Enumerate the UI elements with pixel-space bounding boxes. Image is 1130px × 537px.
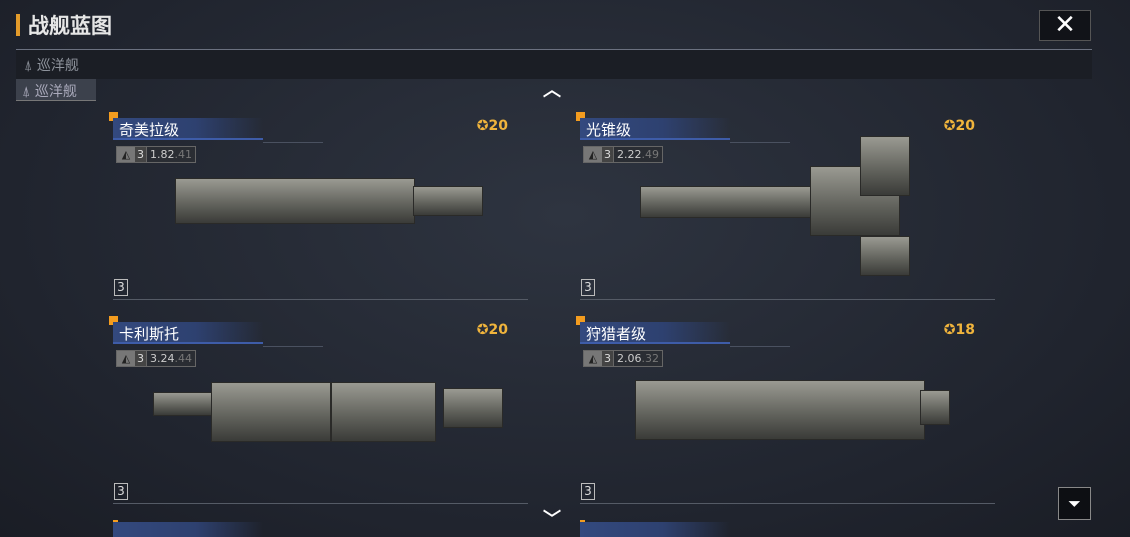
ship-name: 狩猎者级	[586, 325, 647, 343]
cost-value: 18	[955, 322, 975, 338]
cost: ✪20	[944, 118, 975, 134]
card-header: 光锥级	[580, 118, 730, 140]
close-button[interactable]: ✕	[1039, 10, 1091, 41]
stat-value: 2.22	[617, 148, 642, 161]
stat-value-sub: .41	[174, 148, 193, 161]
close-icon: ✕	[1054, 10, 1076, 40]
ship-image	[860, 236, 910, 276]
ship-image	[331, 382, 436, 442]
card-header: 狩猎者级	[580, 322, 730, 344]
ship-image	[153, 392, 213, 416]
cost-value: 20	[488, 118, 508, 134]
ship-image	[635, 380, 925, 440]
scale-ruler	[113, 503, 528, 504]
cost-icon: ✪	[476, 118, 489, 134]
ship-name: 奇美拉级	[119, 121, 180, 139]
stat-value-sub: .32	[641, 352, 660, 365]
stat-tier: 3	[135, 351, 147, 366]
filter-current: ⍋ 巡洋舰	[24, 58, 79, 74]
scale-ruler	[580, 503, 995, 504]
tier-badge: 3	[581, 279, 595, 296]
ship-type-icon: ◭	[584, 147, 602, 162]
filter-icon: ⏷	[1068, 494, 1081, 513]
cost: ✪20	[477, 322, 508, 338]
stat-value-sub: .49	[641, 148, 660, 161]
category-dropdown[interactable]: ⍋ 巡洋舰	[16, 79, 96, 101]
ship-image	[640, 186, 820, 218]
filter-current-label: 巡洋舰	[36, 58, 79, 74]
tier-badge: 3	[114, 279, 128, 296]
tier-badge: 3	[581, 483, 595, 500]
cost-value: 20	[955, 118, 975, 134]
new-marker	[109, 112, 118, 121]
stat-value: 2.06	[617, 352, 642, 365]
stat-tier: 3	[602, 351, 614, 366]
ship-image	[920, 390, 950, 425]
ship-name: 光锥级	[586, 121, 632, 139]
cost: ✪20	[477, 118, 508, 134]
scale-ruler	[580, 299, 995, 300]
card-header	[113, 522, 263, 537]
ship-name: 卡利斯托	[119, 325, 180, 343]
ship-type-icon: ◭	[117, 147, 135, 162]
cost-icon: ✪	[476, 322, 489, 338]
cost-value: 20	[488, 322, 508, 338]
category-dropdown-value: 巡洋舰	[34, 84, 77, 100]
filter-button[interactable]: ⏷	[1058, 487, 1091, 520]
card-header: 卡利斯托	[113, 322, 263, 344]
filter-bar[interactable]: ⍋ 巡洋舰	[16, 49, 1092, 79]
ship-image	[413, 186, 483, 216]
ship-image	[175, 178, 415, 224]
ship-image	[211, 382, 331, 442]
cost-icon: ✪	[943, 322, 956, 338]
ship-card[interactable]	[113, 520, 528, 537]
new-marker	[576, 316, 585, 325]
scroll-up-icon[interactable]: ︿	[543, 80, 561, 101]
stat-value-sub: .44	[174, 352, 193, 365]
cost-icon: ✪	[943, 118, 956, 134]
new-marker	[109, 316, 118, 325]
cost: ✪18	[944, 322, 975, 338]
scale-ruler	[113, 299, 528, 300]
card-header	[580, 522, 730, 537]
tier-badge: 3	[114, 483, 128, 500]
stat-tier: 3	[602, 147, 614, 162]
scroll-down-icon[interactable]: ﹀	[543, 509, 561, 530]
card-header: 奇美拉级	[113, 118, 263, 140]
ship-card[interactable]	[580, 520, 995, 537]
page-title: 战舰蓝图	[16, 10, 112, 40]
ship-image	[860, 136, 910, 196]
new-marker	[576, 112, 585, 121]
stat-value: 1.82	[150, 148, 175, 161]
ship-type-icon: ◭	[584, 351, 602, 366]
ship-image	[443, 388, 503, 428]
stat-value: 3.24	[150, 352, 175, 365]
ship-type-icon: ◭	[117, 351, 135, 366]
stat-tier: 3	[135, 147, 147, 162]
